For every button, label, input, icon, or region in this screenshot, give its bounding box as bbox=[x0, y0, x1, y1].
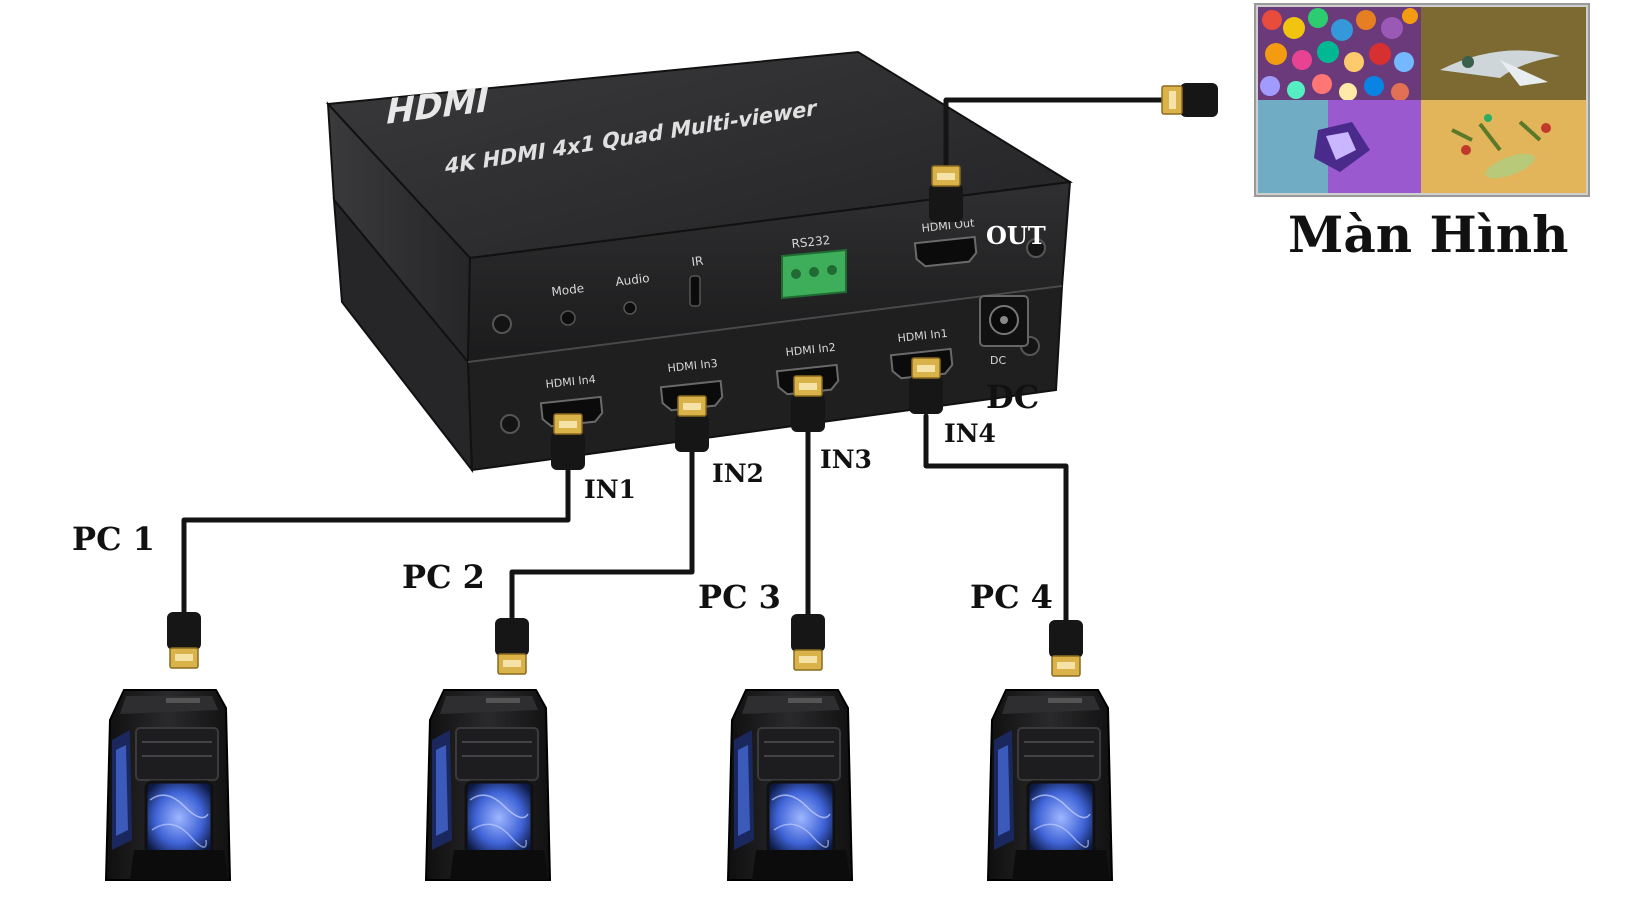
label-pc2: PC 2 bbox=[402, 558, 485, 596]
monitor-quadrant-bird bbox=[1421, 7, 1586, 100]
audio-jack bbox=[623, 301, 637, 315]
mode-button[interactable] bbox=[560, 310, 576, 326]
label-in2: IN2 bbox=[712, 459, 764, 488]
cables bbox=[181, 97, 1189, 623]
plug-hdmi-out bbox=[928, 165, 964, 223]
dc-jack bbox=[979, 295, 1029, 347]
plug-pc1 bbox=[166, 611, 202, 669]
pc-tower-4 bbox=[986, 688, 1114, 882]
rs232-terminal bbox=[781, 248, 847, 300]
hdmi-in3-label: HDMI In3 bbox=[667, 357, 718, 375]
mode-label: Mode bbox=[551, 281, 585, 299]
plug-monitor bbox=[1161, 83, 1218, 117]
monitor-caption: Màn Hình bbox=[1288, 205, 1568, 264]
dc-silk-label: DC bbox=[990, 354, 1006, 367]
pc-tower-2 bbox=[424, 688, 552, 882]
label-dc: DC bbox=[986, 378, 1039, 416]
cable-out bbox=[943, 97, 1189, 173]
plug-pc3 bbox=[790, 613, 826, 671]
label-out: OUT bbox=[986, 221, 1046, 250]
ir-window bbox=[689, 275, 701, 307]
cable-in1 bbox=[181, 467, 571, 615]
ir-label: IR bbox=[691, 254, 705, 269]
multiviewer-device: HDMI 4K HDMI 4x1 Quad Multi-viewer Mode … bbox=[325, 50, 1073, 474]
pc-tower-1 bbox=[104, 688, 232, 882]
label-in4: IN4 bbox=[944, 419, 996, 448]
plug-hdmi-in1 bbox=[908, 357, 944, 415]
label-pc3: PC 3 bbox=[698, 578, 781, 616]
hdmi-in4-label: HDMI In4 bbox=[545, 373, 596, 391]
pc-tower-3 bbox=[726, 688, 854, 882]
cable-in4 bbox=[923, 413, 1069, 623]
monitor-quadrant-glass bbox=[1258, 100, 1421, 193]
plug-pc2 bbox=[494, 617, 530, 675]
audio-label: Audio bbox=[615, 271, 651, 289]
label-pc4: PC 4 bbox=[970, 578, 1053, 616]
monitor-quadrant-candy bbox=[1258, 7, 1421, 101]
monitor-quadrant-food bbox=[1421, 100, 1586, 193]
plug-pc4 bbox=[1048, 619, 1084, 677]
label-in1: IN1 bbox=[584, 475, 636, 504]
plug-hdmi-in4 bbox=[550, 413, 586, 471]
hdmi-in2-label: HDMI In2 bbox=[785, 341, 836, 359]
plug-hdmi-in2 bbox=[790, 375, 826, 433]
label-in3: IN3 bbox=[820, 445, 872, 474]
cable-in2 bbox=[509, 449, 695, 621]
monitor-image bbox=[1254, 3, 1590, 197]
plug-hdmi-in3 bbox=[674, 395, 710, 453]
hdmi-in1-label: HDMI In1 bbox=[897, 327, 948, 345]
hdmi-out-port[interactable] bbox=[913, 235, 979, 269]
label-pc1: PC 1 bbox=[72, 520, 155, 558]
rs232-label: RS232 bbox=[791, 233, 831, 251]
